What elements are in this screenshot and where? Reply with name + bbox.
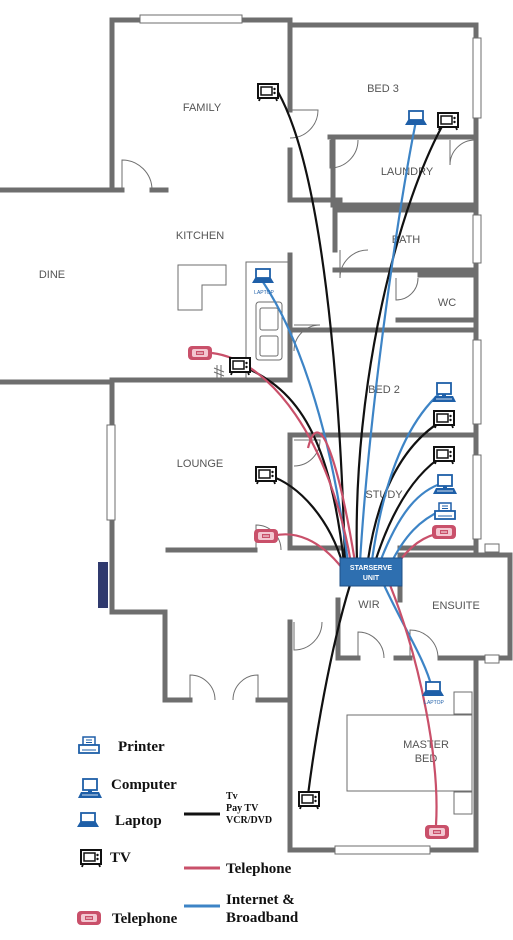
- computer-icon: [431, 382, 457, 403]
- legend-telephone-cable: Telephone: [226, 861, 292, 877]
- computer-icon: [77, 778, 103, 799]
- devices: LAPTOP LAPTOP: [188, 83, 459, 839]
- cable-tv-lounge: [267, 473, 345, 566]
- room-bed3: BED 3: [367, 83, 399, 95]
- laptop-icon: [251, 268, 275, 284]
- legend-tv-cable-2: Pay TV: [226, 803, 259, 814]
- telephone-icon: [188, 346, 212, 360]
- telephone-icon: [77, 911, 101, 925]
- telephone-icon: [254, 529, 278, 543]
- legend-laptop: Laptop: [115, 813, 162, 829]
- master-bed-furniture: [346, 691, 473, 815]
- printer-icon: [434, 502, 456, 520]
- laptop-tag-master: LAPTOP: [424, 700, 444, 706]
- room-ensuite: ENSUITE: [432, 600, 480, 612]
- legend-tv: TV: [110, 850, 131, 866]
- tv-icon: [229, 357, 251, 376]
- legend-tv-cable-1: Tv: [226, 791, 238, 802]
- room-master-line1: MASTER: [403, 739, 449, 751]
- legend-printer: Printer: [118, 739, 165, 755]
- hub-label-line1: STARSERVE: [350, 565, 392, 572]
- tv-icon: [257, 83, 279, 102]
- tv-icon: [433, 446, 455, 465]
- cable-phone-master: [388, 584, 438, 826]
- hub-label-line2: UNIT: [363, 575, 380, 582]
- windows: [106, 14, 500, 855]
- cable-tv-bed3: [355, 120, 446, 563]
- tv-icon: [80, 849, 102, 868]
- legend-telephone: Telephone: [112, 911, 178, 927]
- room-family: FAMILY: [183, 102, 222, 114]
- room-master-line2: BED: [415, 753, 438, 765]
- laptop-icon: [404, 110, 428, 126]
- cable-tv-master: [306, 584, 352, 796]
- room-dine: DINE: [39, 269, 65, 281]
- room-lounge: LOUNGE: [177, 458, 223, 470]
- cable-tv-family: [277, 91, 347, 563]
- doors: [121, 109, 476, 701]
- walls: [0, 17, 513, 853]
- cable-phone-lounge: [272, 533, 343, 569]
- tv-icon: [433, 410, 455, 429]
- printer-icon: [78, 736, 100, 754]
- cable-net-kitchen: [262, 281, 350, 564]
- laptop-icon: [76, 812, 100, 828]
- cable-net-master: [383, 584, 434, 689]
- legend-internet-cable-2: Broadband: [226, 910, 299, 926]
- legend-tv-cable-3: VCR/DVD: [226, 815, 272, 826]
- cable-tv-bed2: [366, 419, 444, 561]
- tv-icon: [298, 791, 320, 810]
- cable-net-bed2: [370, 392, 441, 561]
- telephone-icon: [432, 525, 456, 539]
- tv-icon: [255, 466, 277, 485]
- room-kitchen: KITCHEN: [176, 230, 224, 242]
- room-wir: WIR: [358, 599, 379, 611]
- laptop-icon: [421, 681, 445, 697]
- legend-computer: Computer: [111, 777, 177, 793]
- tv-icon: [437, 112, 459, 131]
- room-wc: WC: [438, 297, 456, 309]
- legend: Printer Computer Laptop TV Telephone Tv …: [76, 736, 299, 927]
- cable-net-study-pc: [378, 481, 444, 563]
- laptop-tag-kitchen: LAPTOP: [254, 290, 274, 296]
- room-bed2: BED 2: [368, 384, 400, 396]
- cable-phone-study: [306, 431, 357, 563]
- cable-net-bed3: [358, 120, 418, 563]
- wall-panel: [98, 562, 108, 608]
- starserve-unit[interactable]: STARSERVE UNIT: [339, 557, 403, 587]
- telephone-icon: [425, 825, 449, 839]
- legend-internet-cable-1: Internet &: [226, 892, 295, 908]
